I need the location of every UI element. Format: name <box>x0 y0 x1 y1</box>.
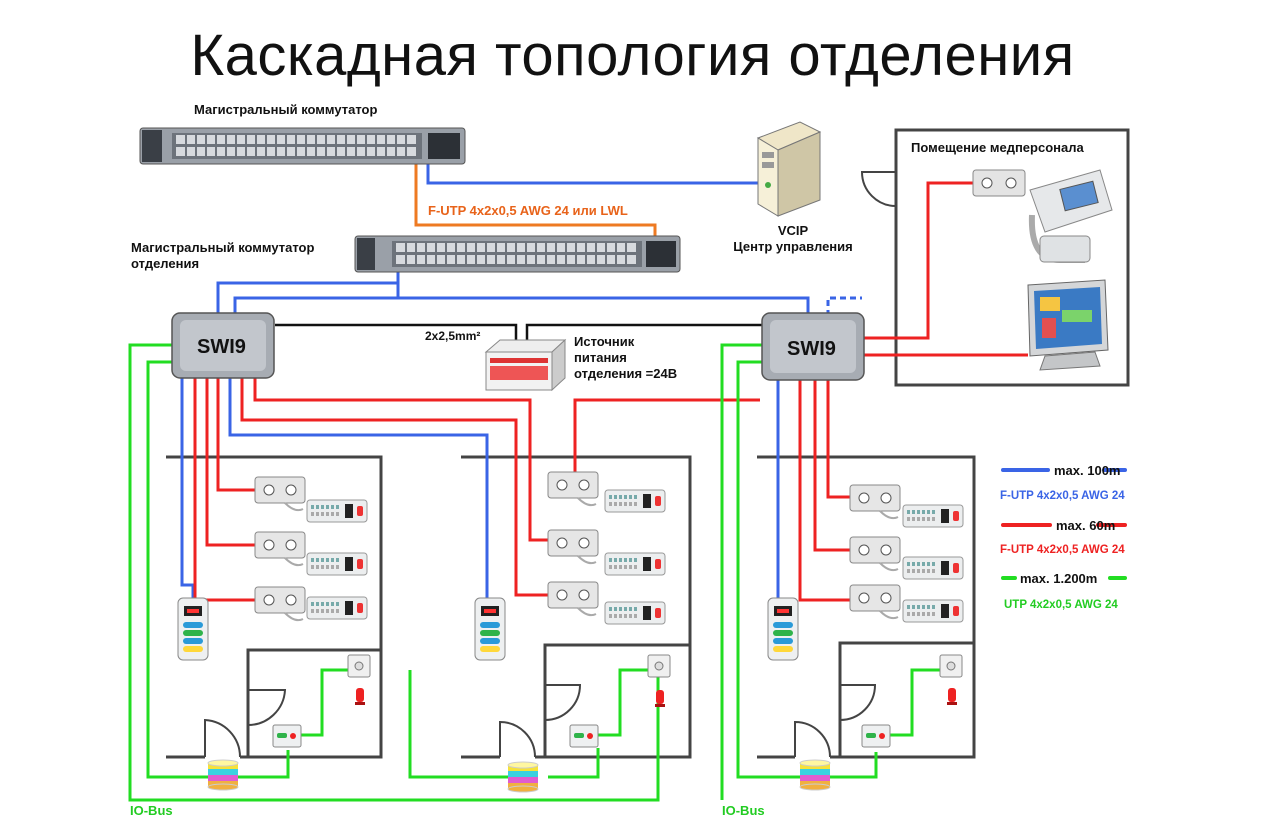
patient-room-3-wall <box>757 455 976 759</box>
bed-socket <box>547 581 599 617</box>
psu-label-line2: питания <box>574 350 627 365</box>
call-unit <box>939 654 963 678</box>
door-lamp <box>507 761 539 793</box>
staff-room-label: Помещение медперсонала <box>911 140 1084 155</box>
department-switch <box>354 235 681 273</box>
bed-socket <box>849 484 901 520</box>
bath-door-1 <box>247 689 287 727</box>
legend-cable-2: F-UTP 4x2x0,5 AWG 24 <box>1000 544 1125 556</box>
bath-door-2 <box>544 684 582 721</box>
door-3 <box>794 720 831 758</box>
server-label-line2: Центр управления <box>733 239 853 254</box>
pull-cord-icon <box>947 688 957 705</box>
desk-phone-terminal <box>1028 169 1113 263</box>
legend-distance-1: max. 100m <box>1054 463 1121 478</box>
dept-switch-label-line2: отделения <box>131 256 200 271</box>
bed-console <box>306 499 368 523</box>
room-terminal <box>177 597 209 661</box>
bath-door-3 <box>839 684 877 721</box>
bed-console <box>604 601 666 625</box>
bath-call-button <box>569 724 599 748</box>
io-bus-cables <box>128 343 948 802</box>
bed-socket <box>254 531 306 567</box>
pull-cord-icon <box>655 690 665 707</box>
legend-distance-2: max. 60m <box>1056 518 1116 533</box>
bed-socket <box>254 476 306 512</box>
pull-cord-icon <box>355 688 365 705</box>
bed-socket <box>254 586 306 622</box>
monitor <box>1027 279 1109 371</box>
core-switch <box>139 127 466 165</box>
staff-door <box>860 171 897 207</box>
ethernet-cables <box>180 160 862 598</box>
bed-console <box>902 556 964 580</box>
staff-room-wall <box>894 128 1130 387</box>
room-terminal <box>767 597 799 661</box>
bathroom-1-wall <box>246 648 381 757</box>
bed-socket <box>547 529 599 565</box>
server-tower <box>756 121 822 217</box>
door-2 <box>499 720 536 758</box>
bed-console <box>902 599 964 623</box>
bed-console <box>306 596 368 620</box>
room-terminal <box>474 597 506 661</box>
door-lamp <box>799 759 831 791</box>
power-supply-cables <box>275 323 762 345</box>
legend-cable-1: F-UTP 4x2x0,5 AWG 24 <box>1000 490 1125 502</box>
bed-socket <box>849 584 901 620</box>
legend-lines <box>1001 468 1127 580</box>
bath-call-button <box>861 724 891 748</box>
swi9-left <box>171 312 275 379</box>
bath-call-button <box>272 724 302 748</box>
bed-console <box>604 552 666 576</box>
swi9-left-label: SWI9 <box>197 336 246 358</box>
call-unit <box>347 654 371 678</box>
room-walls <box>166 128 1130 759</box>
door-1 <box>204 718 242 758</box>
bed-socket <box>849 536 901 572</box>
bed-console <box>902 504 964 528</box>
core-switch-label: Магистральный коммутатор <box>194 102 378 117</box>
bed-console <box>604 489 666 513</box>
call-unit <box>647 654 671 678</box>
door-lamp <box>207 759 239 791</box>
page-title: Каскадная топология отделения <box>190 23 1075 88</box>
iobus-right-label: IO-Bus <box>722 803 765 818</box>
dept-switch-label-line1: Магистральный коммутатор <box>131 240 315 255</box>
legend-cable-3: UTP 4x2x0,5 AWG 24 <box>1004 599 1118 611</box>
iobus-left-label: IO-Bus <box>130 803 173 818</box>
bed-console <box>306 552 368 576</box>
bed-socket <box>547 471 599 507</box>
doors <box>204 171 897 758</box>
power-bus-cables <box>193 181 1028 602</box>
uplink-cable-label: F-UTP 4x2x0,5 AWG 24 или LWL <box>428 203 628 218</box>
psu-label-line1: Источник <box>574 334 635 349</box>
swi9-right-label: SWI9 <box>787 338 836 360</box>
legend-distance-3: max. 1.200m <box>1020 571 1098 586</box>
power-cable-label: 2x2,5mm² <box>425 329 481 343</box>
staff-wall-socket <box>972 169 1026 197</box>
swi9-right <box>761 312 865 381</box>
patient-room-1-wall <box>166 455 383 759</box>
server-label-line1: VCIP <box>777 223 809 238</box>
psu-label-line3: отделения =24В <box>574 366 678 381</box>
power-supply <box>484 338 567 392</box>
